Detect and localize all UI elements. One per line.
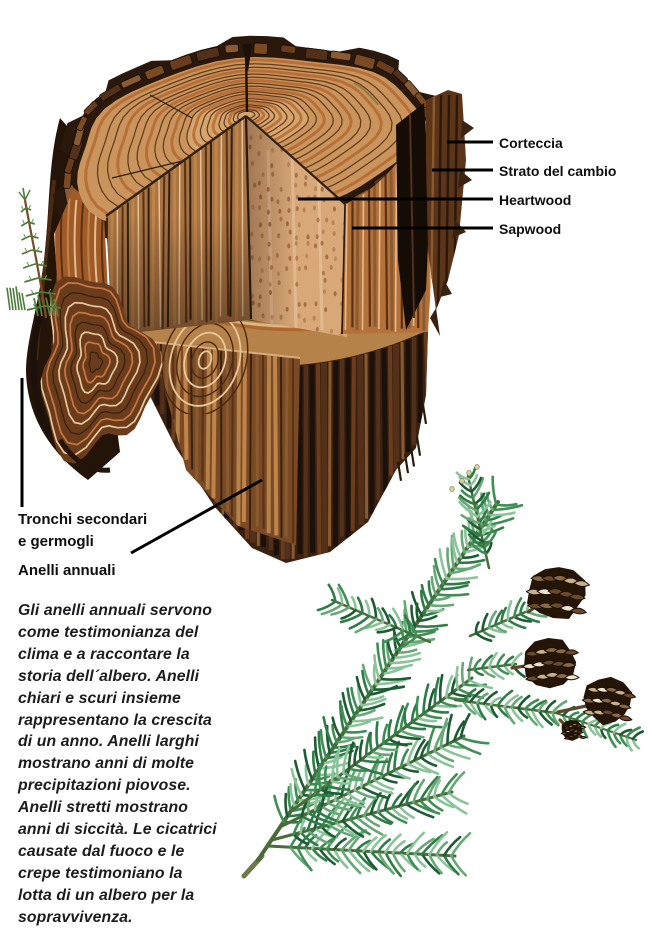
label-strato-del-cambio: Strato del cambio: [499, 163, 617, 179]
label-heartwood: Heartwood: [499, 192, 572, 208]
label-corteccia: Corteccia: [499, 135, 563, 151]
label-sapwood: Sapwood: [499, 221, 562, 237]
conifer-branch: [241, 464, 645, 879]
cambium-layer-strip: [396, 103, 430, 330]
label-anelli-annuali: Anelli annuali: [18, 562, 116, 579]
caption-text: Gli anelli annuali servono come testimon…: [18, 602, 217, 926]
seed-cones: [510, 567, 637, 741]
seedling-sprout: [6, 187, 62, 319]
bark-strip: [426, 90, 474, 336]
front-grain-block: [151, 304, 301, 545]
label-tronchi-line1: Tronchi secondari: [18, 511, 148, 528]
label-tronchi-secondari: Tronchi secondari e germogli: [18, 509, 147, 553]
leader-lines: [20, 140, 493, 555]
label-tronchi-line2: e germogli: [18, 533, 94, 550]
